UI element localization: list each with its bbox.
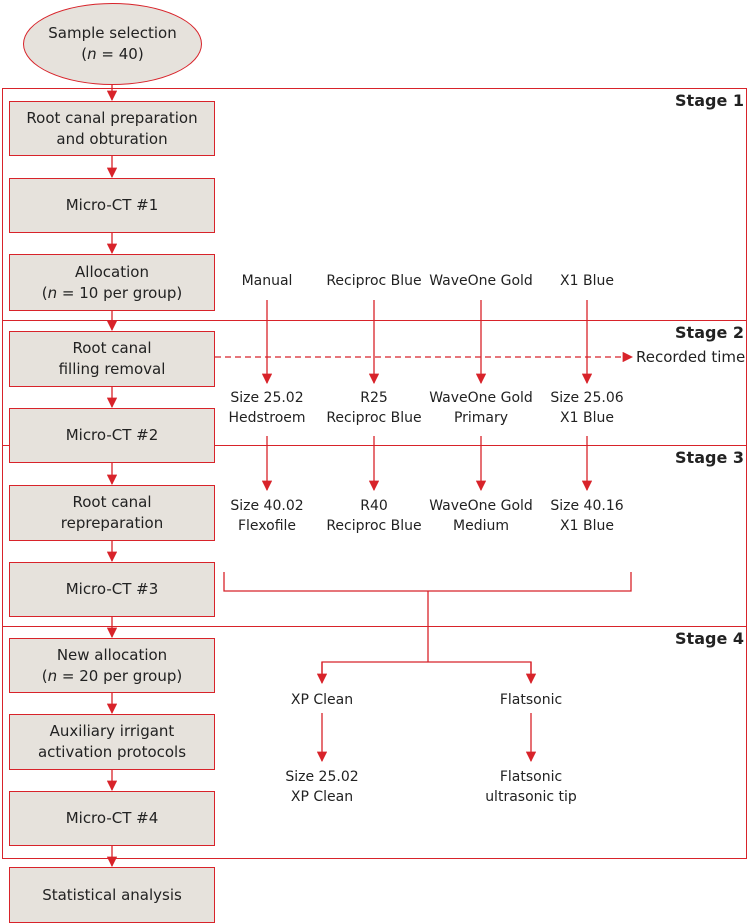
allocation-box: Allocation (n = 10 per group) (9, 254, 215, 311)
stage3-instrument-waveone-gold: WaveOne Gold Medium (429, 498, 533, 534)
stage-3-label: Stage 3 (675, 448, 744, 467)
protocol-name-flatsonic: Flatsonic (499, 692, 563, 708)
new-allocation-size-label: (n = 20 per group) (41, 666, 183, 685)
allocation-size-label: (n = 10 per group) (41, 283, 183, 302)
group-name-manual: Manual (241, 273, 293, 289)
protocol-name-xp-clean: XP Clean (290, 692, 354, 708)
root-canal-preparation-label: Root canal preparation and obturation (26, 108, 198, 148)
group-name-waveone-gold: WaveOne Gold (429, 273, 533, 289)
root-canal-preparation-box: Root canal preparation and obturation (9, 101, 215, 156)
stage-2-label: Stage 2 (675, 323, 744, 342)
micro-ct-3-box: Micro-CT #3 (9, 562, 215, 617)
micro-ct-4-label: Micro-CT #4 (65, 809, 159, 827)
auxiliary-protocols-box: Auxiliary irrigant activation protocols (9, 714, 215, 770)
sample-selection-node: Sample selection (n = 40) (23, 3, 202, 85)
group-name-reciproc-blue: Reciproc Blue (326, 273, 422, 289)
micro-ct-3-label: Micro-CT #3 (65, 580, 159, 598)
repreparation-label: Root canal repreparation (60, 493, 164, 532)
statistical-analysis-label: Statistical analysis (42, 885, 182, 904)
micro-ct-1-label: Micro-CT #1 (65, 196, 159, 214)
micro-ct-2-box: Micro-CT #2 (9, 408, 215, 463)
micro-ct-4-box: Micro-CT #4 (9, 791, 215, 846)
micro-ct-1-box: Micro-CT #1 (9, 178, 215, 233)
protocol-tool-xp-clean: Size 25.02 XP Clean (285, 769, 359, 805)
repreparation-box: Root canal repreparation (9, 485, 215, 541)
stage-4-label: Stage 4 (675, 629, 744, 648)
statistical-analysis-box: Statistical analysis (9, 867, 215, 923)
stage-1-label: Stage 1 (675, 91, 744, 110)
filling-removal-label: Root canal filling removal (58, 339, 166, 378)
stage2-instrument-manual: Size 25.02 Hedstroem (228, 390, 306, 426)
auxiliary-protocols-label: Auxiliary irrigant activation protocols (37, 722, 187, 761)
protocol-tool-flatsonic: Flatsonic ultrasonic tip (485, 769, 577, 805)
stage-4-frame (2, 626, 747, 859)
group-name-x1-blue: X1 Blue (560, 273, 614, 289)
stage3-instrument-reciproc-blue: R40 Reciproc Blue (326, 498, 422, 534)
stage2-instrument-waveone-gold: WaveOne Gold Primary (429, 390, 533, 426)
stage3-instrument-x1-blue: Size 40.16 X1 Blue (550, 498, 624, 534)
micro-ct-2-label: Micro-CT #2 (65, 426, 159, 444)
sample-selection-label: Sample selection (48, 24, 177, 42)
stage2-instrument-reciproc-blue: R25 Reciproc Blue (326, 390, 422, 426)
filling-removal-box: Root canal filling removal (9, 331, 215, 387)
stage2-instrument-x1-blue: Size 25.06 X1 Blue (550, 390, 624, 426)
new-allocation-label: New allocation (56, 645, 168, 664)
recorded-time-label: Recorded time (636, 348, 746, 366)
new-allocation-box: New allocation (n = 20 per group) (9, 638, 215, 693)
stage3-instrument-manual: Size 40.02 Flexofile (230, 498, 304, 534)
allocation-label: Allocation (75, 262, 149, 281)
sample-size-label: (n = 40) (81, 45, 144, 63)
